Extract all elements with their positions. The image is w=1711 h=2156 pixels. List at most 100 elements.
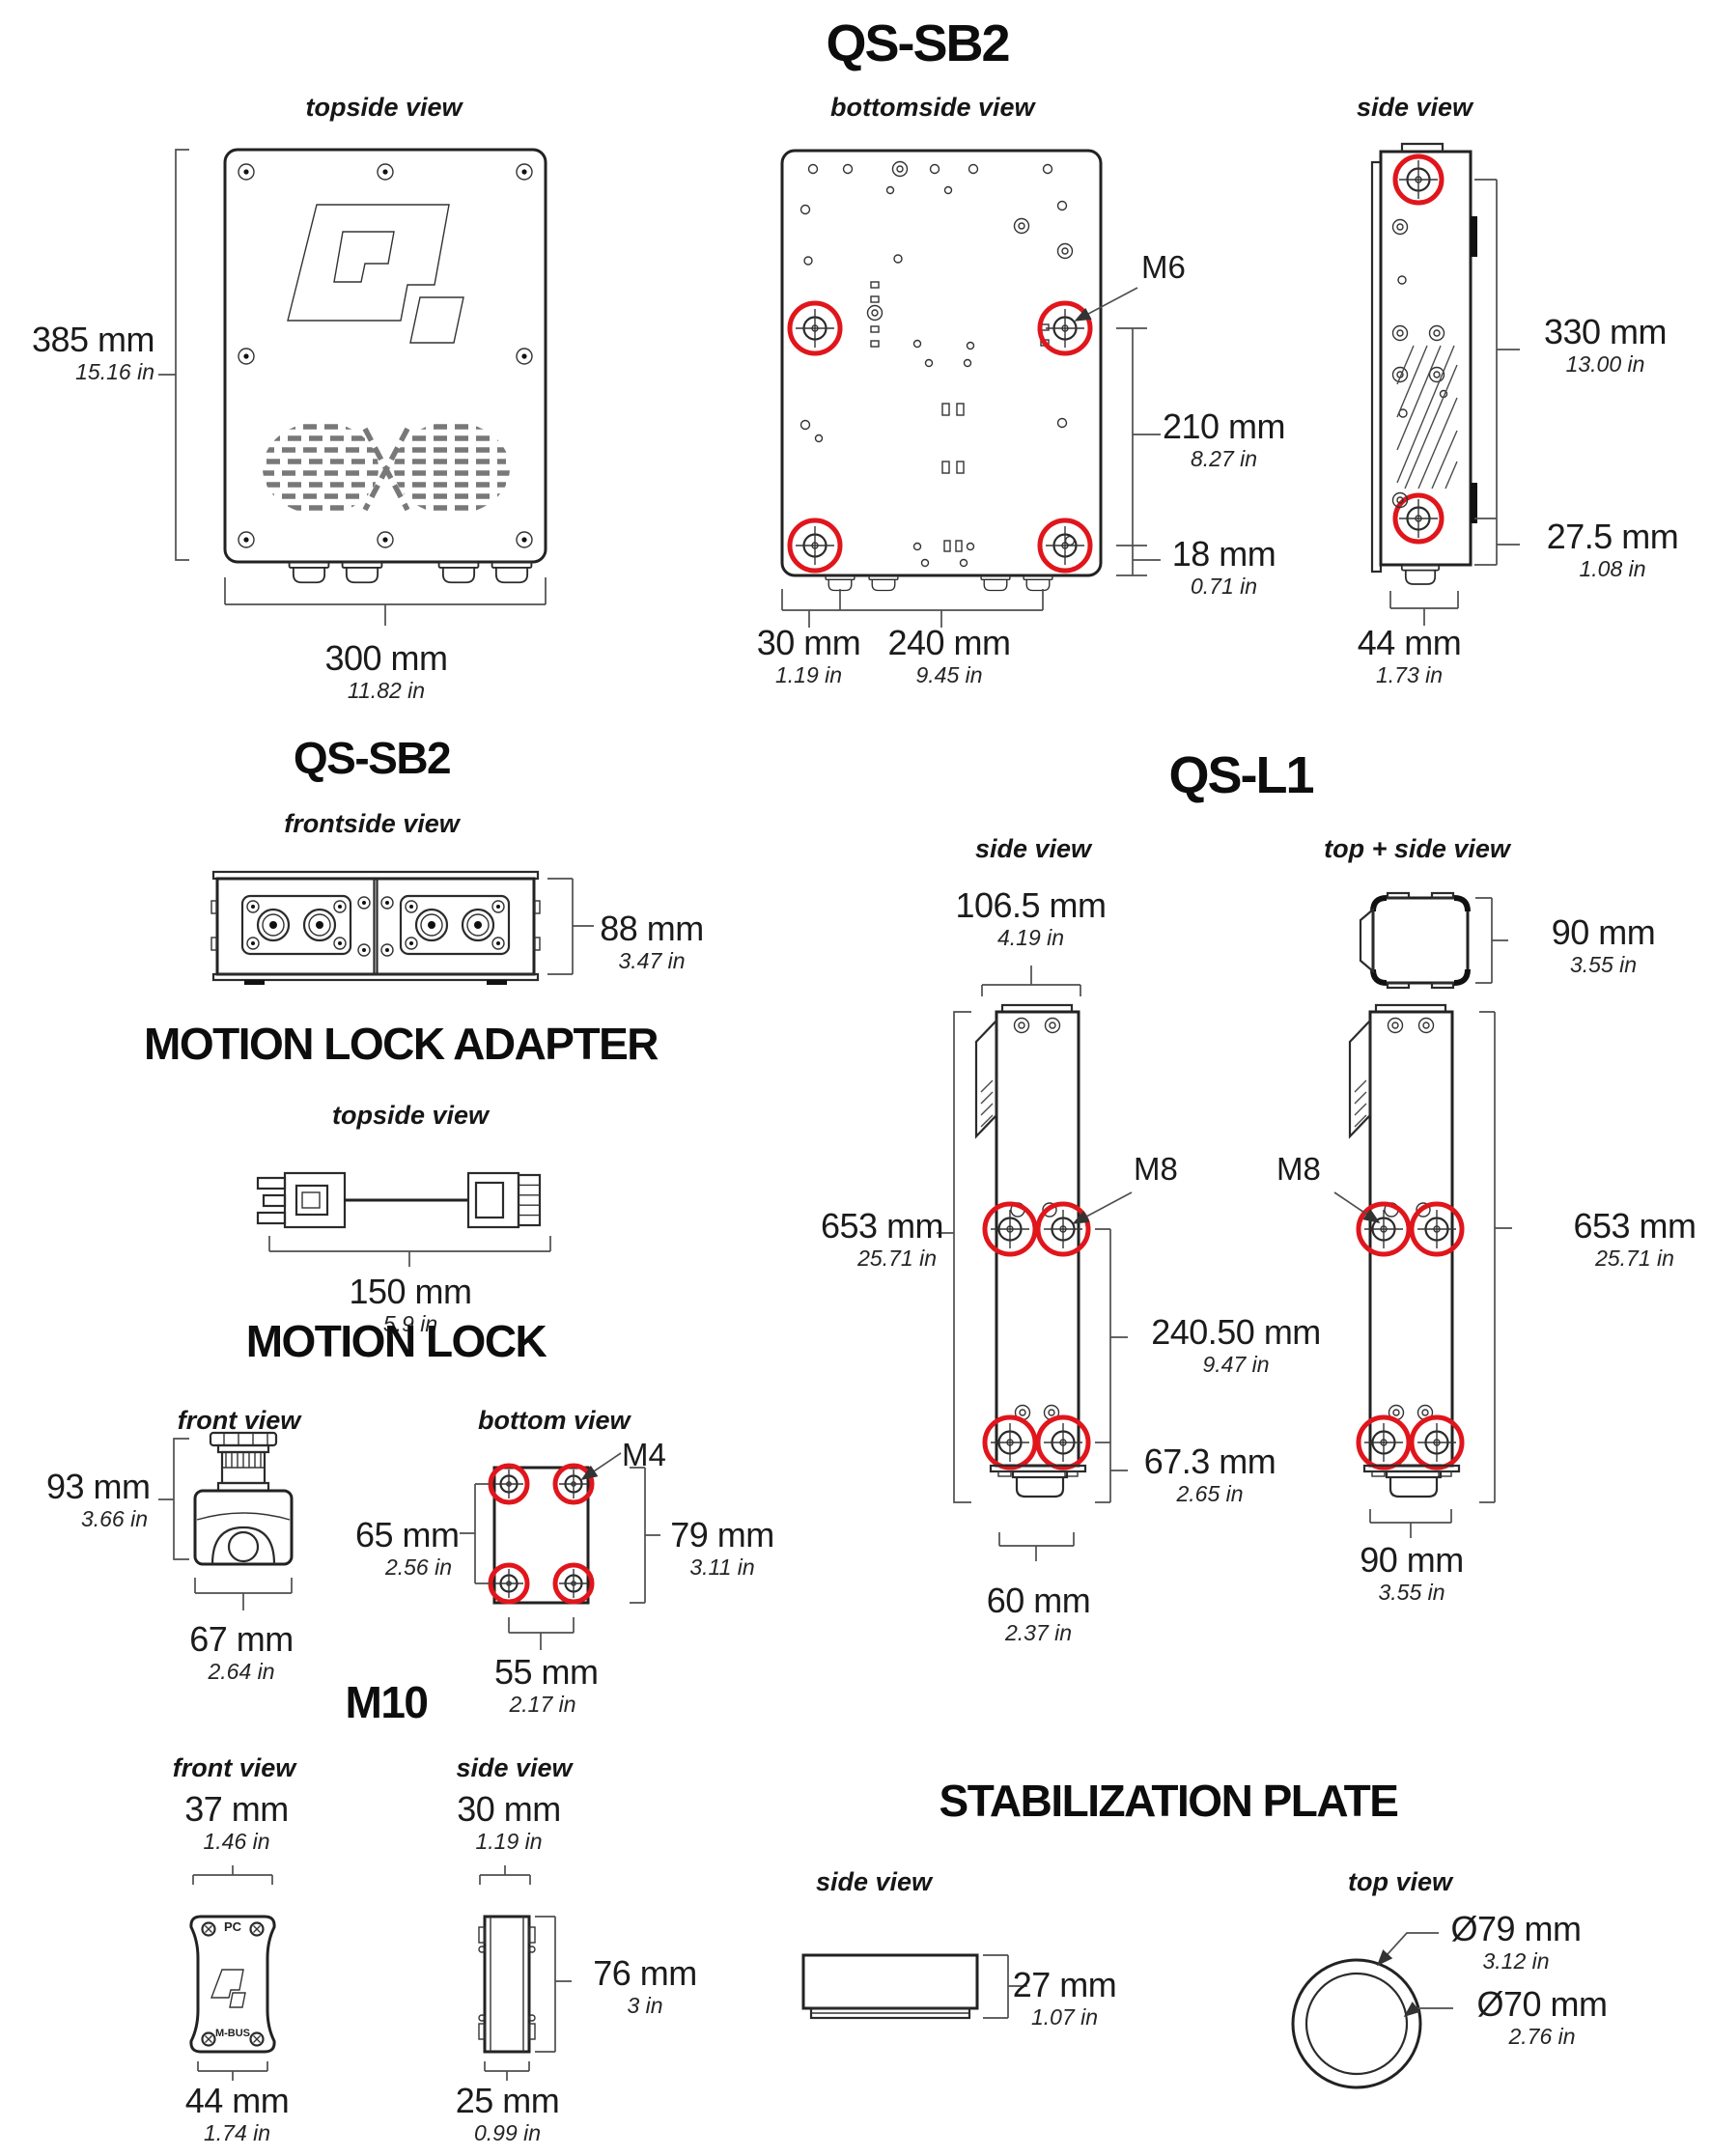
vent-hatch — [1396, 345, 1458, 490]
qs-l1-thread-right-label: M8 — [1276, 1151, 1321, 1187]
dim-mm-value: 76 mm — [593, 1953, 697, 1993]
qs-sb2-title: QS-SB2 — [826, 14, 1010, 72]
plate-side-drawing — [801, 1953, 1027, 2020]
dim-in-value: 3.66 in — [80, 1505, 148, 1531]
dim-mm-value: 55 mm — [494, 1652, 599, 1692]
dim-mm-value: Ø70 mm — [1476, 1984, 1608, 2024]
qs-l1-side-view-label: side view — [974, 834, 1092, 863]
dim-plate-height: 27 mm 1.07 in — [1004, 1967, 1125, 2029]
dim-mm-value: 67 mm — [189, 1619, 294, 1659]
dim-motion-lock-width: 67 mm 2.64 in — [183, 1619, 299, 1684]
dim-qs-l1-depth: 106.5 mm 4.19 in — [951, 885, 1110, 949]
inner-diameter-leader — [1403, 2002, 1453, 2018]
m10-front-drawing — [189, 1865, 276, 2081]
motion-lock-front-view-label: front view — [177, 1406, 301, 1435]
dim-motion-lock-hole-v: 65 mm 2.56 in — [355, 1515, 460, 1580]
mount-hole-highlight — [1356, 1201, 1412, 1257]
qs-l1-top-side-view-label: top + side view — [1324, 834, 1510, 863]
dim-mm-value: 653 mm — [1573, 1206, 1697, 1246]
side-fin — [1348, 1018, 1372, 1139]
dim-in-value: 2.65 in — [1176, 1480, 1244, 1506]
dim-mm-value: 37 mm — [184, 1789, 289, 1829]
dim-qs-sb2-depth: 44 mm 1.73 in — [1354, 625, 1465, 686]
mount-hole-highlight — [1409, 1201, 1465, 1257]
qs-sb2-thread-label: M6 — [1141, 249, 1186, 285]
dim-mm-value: 44 mm — [184, 2081, 290, 2120]
dim-in-value: 0.99 in — [473, 2119, 542, 2145]
dim-m10-depth-top: 30 mm 1.19 in — [456, 1789, 562, 1854]
mount-hole-highlight — [982, 1414, 1038, 1470]
cable-plug-left — [256, 1171, 347, 1229]
dim-mm-value: 27.5 mm — [1546, 517, 1679, 556]
dim-in-value: 2.76 in — [1508, 2023, 1576, 2049]
dim-mm-value: 30 mm — [457, 1789, 561, 1829]
qs-l1-side-drawing — [937, 966, 1133, 1561]
mount-holes-m4 — [488, 1463, 595, 1605]
m10-port-bottom-label: M-BUS — [214, 2028, 251, 2039]
brand-logo-icon — [287, 204, 464, 344]
dim-m10-width-top: 37 mm 1.46 in — [183, 1789, 290, 1853]
dim-in-value: 3.47 in — [618, 947, 686, 973]
dim-in-value: 15.16 in — [75, 358, 154, 384]
m10-side-drawing — [478, 1865, 572, 2081]
mount-hole-highlight — [787, 518, 843, 574]
dim-in-value: 11.82 in — [347, 677, 426, 703]
dim-qs-l1-height-right: 653 mm 25.71 in — [1572, 1206, 1697, 1270]
qs-sb2-side-drawing — [1370, 142, 1520, 626]
mount-hole-highlight — [1035, 1201, 1091, 1257]
m10-front-view-label: front view — [172, 1753, 296, 1782]
adapter-drawing — [256, 1171, 551, 1267]
dim-mm-value: 90 mm — [1551, 912, 1656, 952]
dim-in-value: 2.56 in — [384, 1554, 452, 1580]
dim-mm-value: 65 mm — [355, 1515, 460, 1554]
mount-hole-highlight — [1409, 1414, 1465, 1470]
dim-in-value: 1.19 in — [774, 661, 843, 687]
qs-sb2-side-view-label: side view — [1356, 93, 1473, 122]
dim-qs-sb2-height: 385 mm 15.16 in — [29, 322, 155, 384]
cable-plug-right — [466, 1171, 542, 1229]
plate-side-view-label: side view — [815, 1867, 933, 1896]
dim-m10-width-bottom: 44 mm 1.74 in — [182, 2081, 293, 2145]
dim-plate-outer-diameter: Ø79 mm 3.12 in — [1444, 1909, 1588, 1974]
dim-mm-value: 106.5 mm — [955, 885, 1107, 925]
mount-hole-highlight — [1392, 492, 1445, 545]
mount-holes-side — [1392, 154, 1445, 545]
estop-bottom-drawing — [460, 1452, 660, 1650]
plate-top-drawing — [1291, 1932, 1453, 2089]
dim-motion-lock-base-height: 79 mm 3.11 in — [664, 1517, 780, 1579]
mount-hole-highlight — [1037, 518, 1093, 574]
dim-qs-l1-top-width: 90 mm 3.55 in — [1543, 912, 1664, 976]
m10-side-view-label: side view — [456, 1753, 573, 1782]
plate-outer-ring — [1291, 1958, 1422, 2089]
m4-leader-line — [580, 1452, 622, 1480]
dim-in-value: 1.19 in — [475, 1828, 543, 1854]
dim-m10-height: 76 mm 3 in — [587, 1953, 703, 2017]
dim-motion-lock-height: 93 mm 3.66 in — [46, 1469, 151, 1531]
stabilization-plate-title: STABILIZATION PLATE — [939, 1776, 1399, 1826]
dim-motion-lock-hole-h: 55 mm 2.17 in — [494, 1652, 599, 1717]
m8-leader-right — [1333, 1191, 1381, 1223]
dim-in-value: 2.17 in — [509, 1691, 576, 1717]
qs-sb2-bottomside-view-label: bottomside view — [830, 93, 1035, 122]
plate-top-view-label: top view — [1347, 1867, 1452, 1896]
qs-sb2-bottomside-drawing — [780, 149, 1161, 628]
dim-m10-depth-bottom: 25 mm 0.99 in — [452, 2083, 563, 2145]
dim-qs-sb2-gland-offset: 30 mm 1.19 in — [753, 625, 864, 687]
motion-lock-title: MOTION LOCK — [245, 1316, 547, 1366]
dim-mm-value: 210 mm — [1162, 406, 1286, 446]
dim-mm-value: 150 mm — [349, 1272, 472, 1311]
adapter-topside-view-label: topside view — [331, 1101, 490, 1130]
dim-in-value: 2.37 in — [1004, 1619, 1073, 1645]
motion-lock-thread-label: M4 — [622, 1437, 666, 1472]
dim-in-value: 2.64 in — [208, 1658, 275, 1684]
dim-mm-value: 88 mm — [600, 909, 704, 948]
mount-hole-highlight — [552, 1463, 595, 1505]
qs-l1-title: QS-L1 — [1168, 746, 1314, 804]
dim-in-value: 3.12 in — [1482, 1947, 1550, 1974]
dim-in-value: 8.27 in — [1190, 445, 1258, 471]
dim-in-value: 1.74 in — [203, 2119, 271, 2145]
dim-in-value: 0.71 in — [1190, 573, 1258, 599]
m8-leader-left — [1072, 1191, 1133, 1224]
dim-mm-value: Ø79 mm — [1450, 1909, 1582, 1948]
